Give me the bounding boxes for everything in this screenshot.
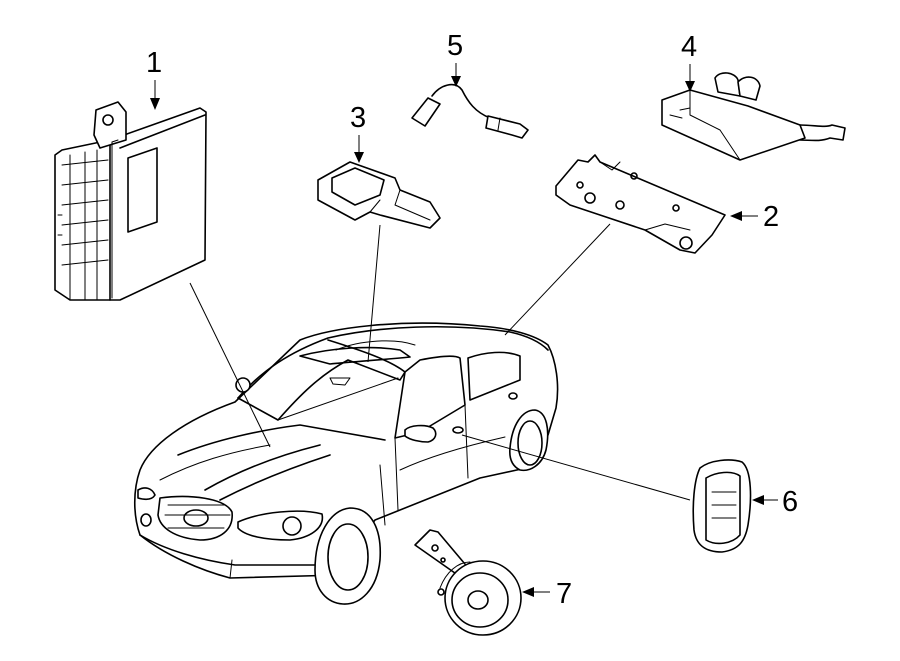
callout-1: 1 (146, 47, 162, 110)
part-3-key-fob (317, 161, 441, 229)
callout-7-label: 7 (556, 578, 572, 610)
part-1-control-module (54, 101, 207, 301)
part-6-remote (692, 459, 752, 553)
leader-lines (189, 223, 691, 501)
callout-7: 7 (522, 578, 572, 610)
callout-2-label: 2 (763, 201, 779, 233)
callout-3: 3 (350, 102, 366, 163)
callout-4-label: 4 (681, 31, 697, 63)
callout-3-label: 3 (350, 102, 366, 134)
part-5-sensor-lead (411, 83, 529, 139)
callout-6: 6 (752, 486, 798, 518)
part-7-horn (414, 529, 522, 636)
callout-4: 4 (681, 31, 697, 92)
part-2-bracket (555, 154, 726, 254)
part-4-antenna-module (661, 72, 846, 161)
vehicle-illustration (134, 322, 559, 605)
callout-2: 2 (730, 201, 779, 233)
callout-5: 5 (447, 30, 463, 87)
callout-6-label: 6 (782, 486, 798, 518)
callout-1-label: 1 (146, 47, 162, 79)
callout-5-label: 5 (447, 30, 463, 62)
